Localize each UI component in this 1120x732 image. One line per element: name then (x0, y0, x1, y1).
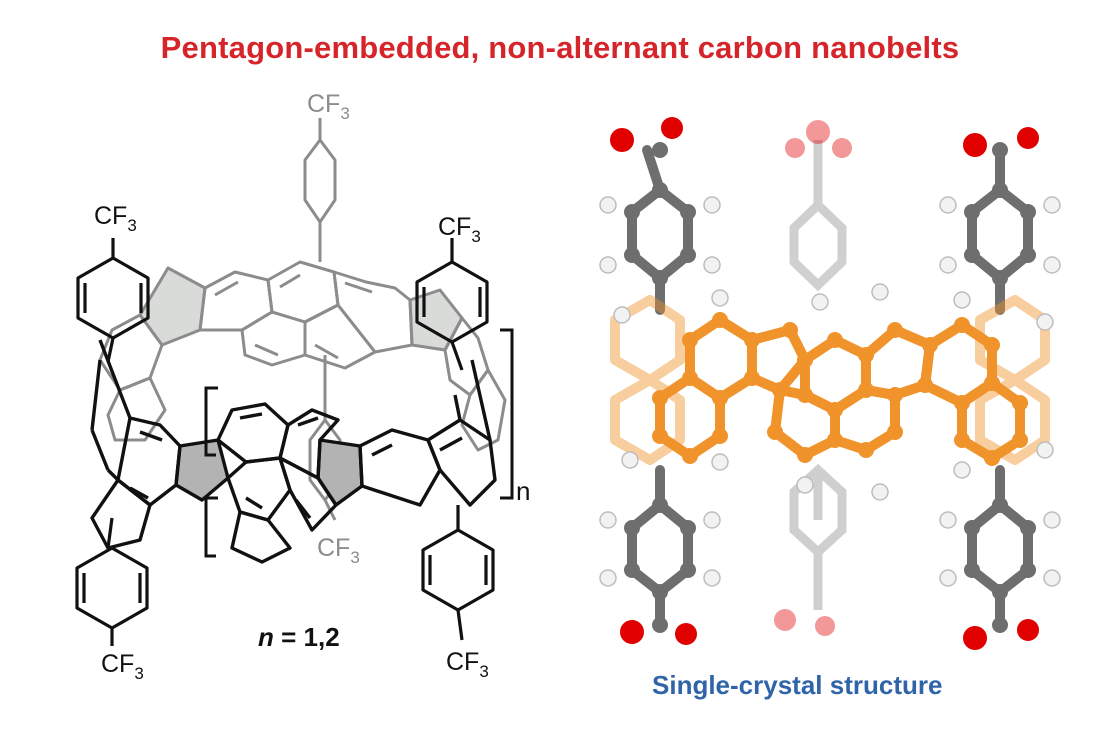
belt-back-layer (98, 118, 507, 521)
repeat-n-label: n (516, 476, 530, 506)
cf3-labels: CF3 CF3 CF3 CF3 CF3 CF3 (94, 90, 489, 683)
bracket-right (500, 328, 514, 500)
figure-title: Pentagon-embedded, non-alternant carbon … (160, 30, 960, 65)
aryl-ring-upper-left (76, 256, 150, 340)
aryl-ring-lower-right (421, 528, 495, 612)
front-pentagon-right (316, 438, 364, 507)
cf3-label-upper-left: CF3 (94, 202, 137, 235)
front-pentagon-left (174, 438, 230, 502)
bracket-left-top (204, 386, 218, 457)
back-aryl-column (789, 140, 847, 610)
cf3-label-center-bottom: CF3 (317, 534, 360, 567)
aryl-ring-lower-left (75, 546, 149, 630)
repeat-brackets (204, 328, 514, 558)
aryl-substituents (75, 238, 495, 646)
cf3-label-lower-right: CF3 (446, 648, 489, 681)
structure-caption: Single-crystal structure (652, 670, 943, 700)
back-pentagon-left (138, 266, 207, 347)
cf3-label-top: CF3 (307, 90, 350, 123)
cf3-label-upper-right: CF3 (438, 213, 481, 246)
n-value-label: n = 1,2 (258, 622, 340, 652)
belt-front-layer (90, 339, 497, 564)
crystal-model (599, 117, 1061, 650)
oxygen-atoms (610, 117, 1039, 650)
cf3-label-lower-left: CF3 (101, 650, 144, 683)
bracket-left-bottom (204, 496, 218, 558)
